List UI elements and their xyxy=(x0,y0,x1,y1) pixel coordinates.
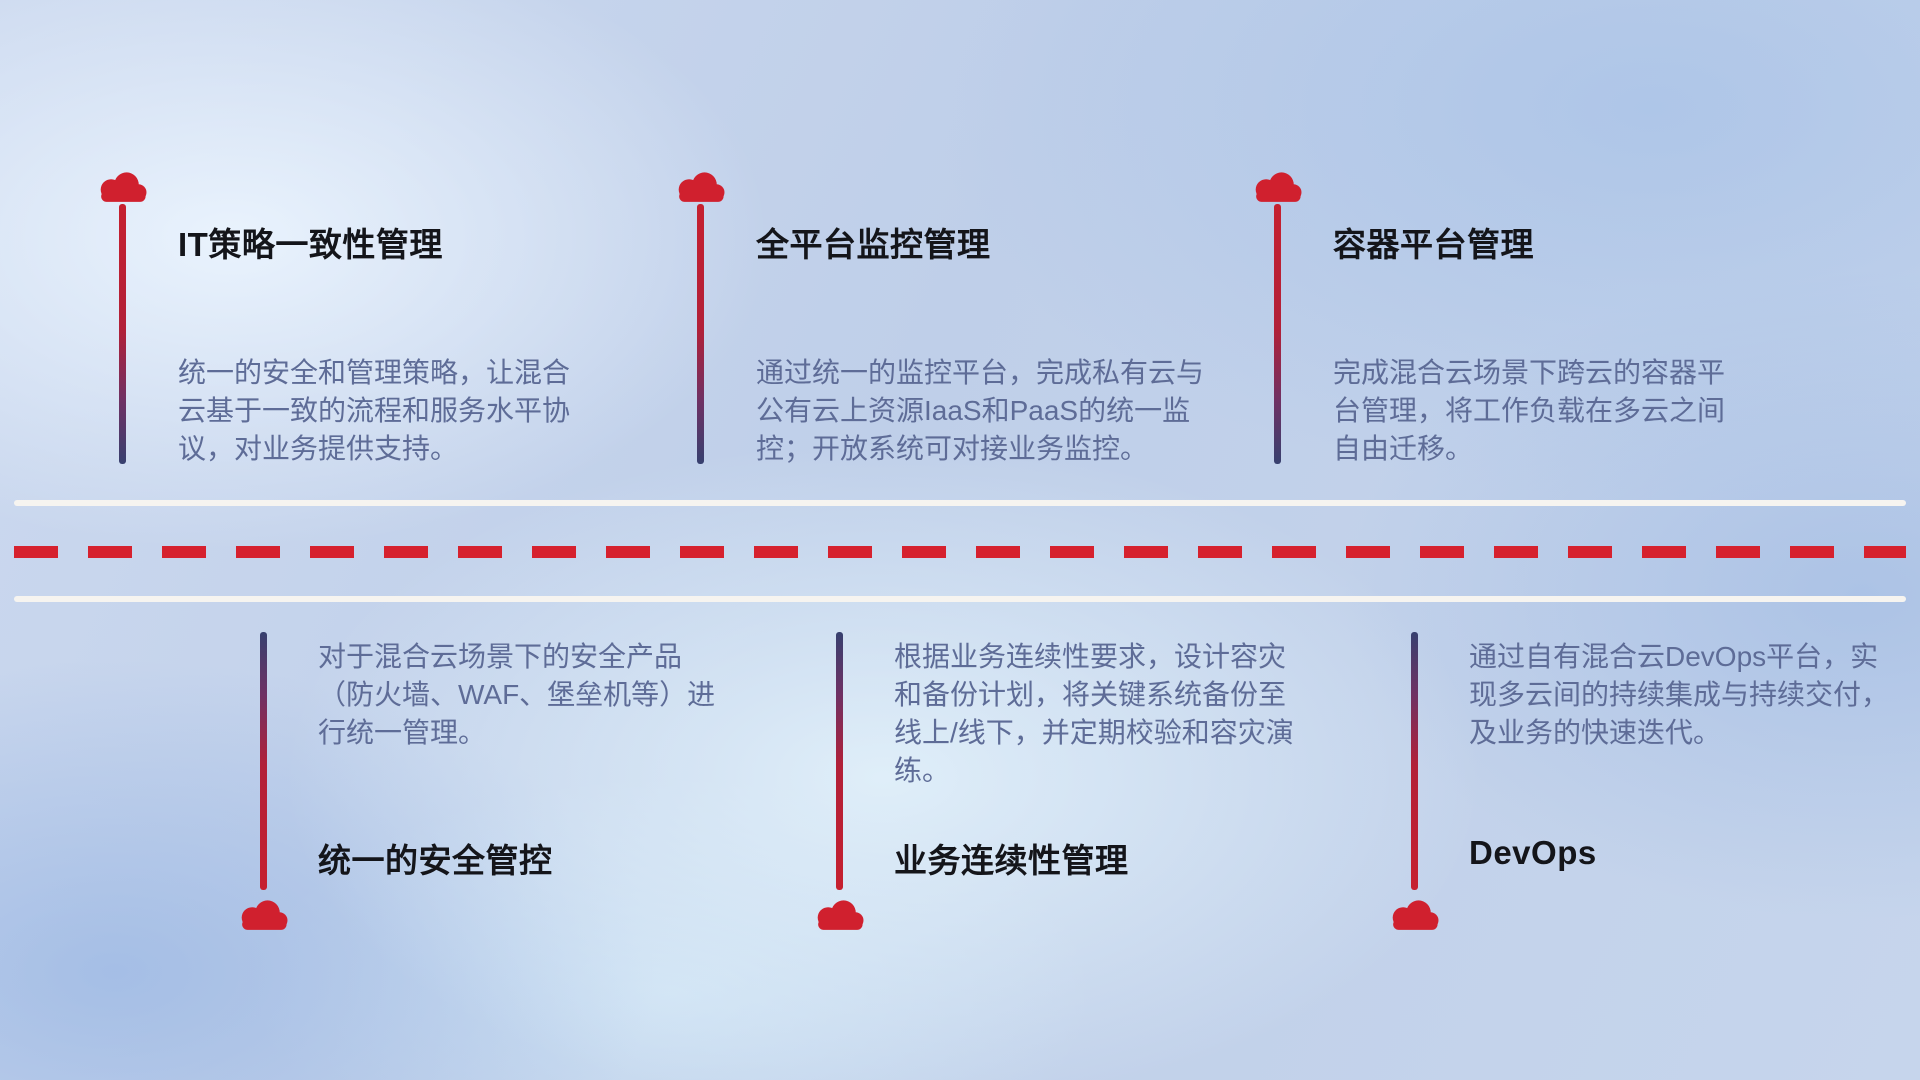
road-dashed-centerline xyxy=(14,546,1906,558)
item-title: DevOps xyxy=(1469,834,1597,871)
cloud-icon xyxy=(93,166,151,206)
timeline-connector xyxy=(260,632,267,890)
item-title: 容器平台管理 xyxy=(1333,226,1534,263)
road-top-line xyxy=(14,500,1906,506)
timeline-connector xyxy=(119,204,126,464)
item-description: 通过统一的监控平台，完成私有云与公有云上资源IaaS和PaaS的统一监控；开放系… xyxy=(756,357,1205,464)
timeline-connector xyxy=(836,632,843,890)
cloud-icon xyxy=(1248,166,1306,206)
cloud-icon xyxy=(1385,894,1443,934)
item-title: 全平台监控管理 xyxy=(756,226,991,263)
item-title: IT策略一致性管理 xyxy=(178,226,443,263)
item-description: 对于混合云场景下的安全产品（防火墙、WAF、堡垒机等）进行统一管理。 xyxy=(318,641,716,748)
item-title: 统一的安全管控 xyxy=(318,842,553,879)
road-bottom-line xyxy=(14,596,1906,602)
timeline-connector xyxy=(1274,204,1281,464)
item-description: 完成混合云场景下跨云的容器平台管理，将工作负载在多云之间自由迁移。 xyxy=(1333,357,1726,464)
timeline-connector xyxy=(697,204,704,464)
item-description: 通过自有混合云DevOps平台，实现多云间的持续集成与持续交付，及业务的快速迭代… xyxy=(1469,641,1890,748)
cloud-icon xyxy=(810,894,868,934)
item-description: 根据业务连续性要求，设计容灾和备份计划，将关键系统备份至线上/线下，并定期校验和… xyxy=(894,641,1294,786)
cloud-icon xyxy=(234,894,292,934)
item-title: 业务连续性管理 xyxy=(894,842,1129,879)
cloud-icon xyxy=(671,166,729,206)
item-description: 统一的安全和管理策略，让混合云基于一致的流程和服务水平协议，对业务提供支持。 xyxy=(178,357,571,464)
timeline-connector xyxy=(1411,632,1418,890)
